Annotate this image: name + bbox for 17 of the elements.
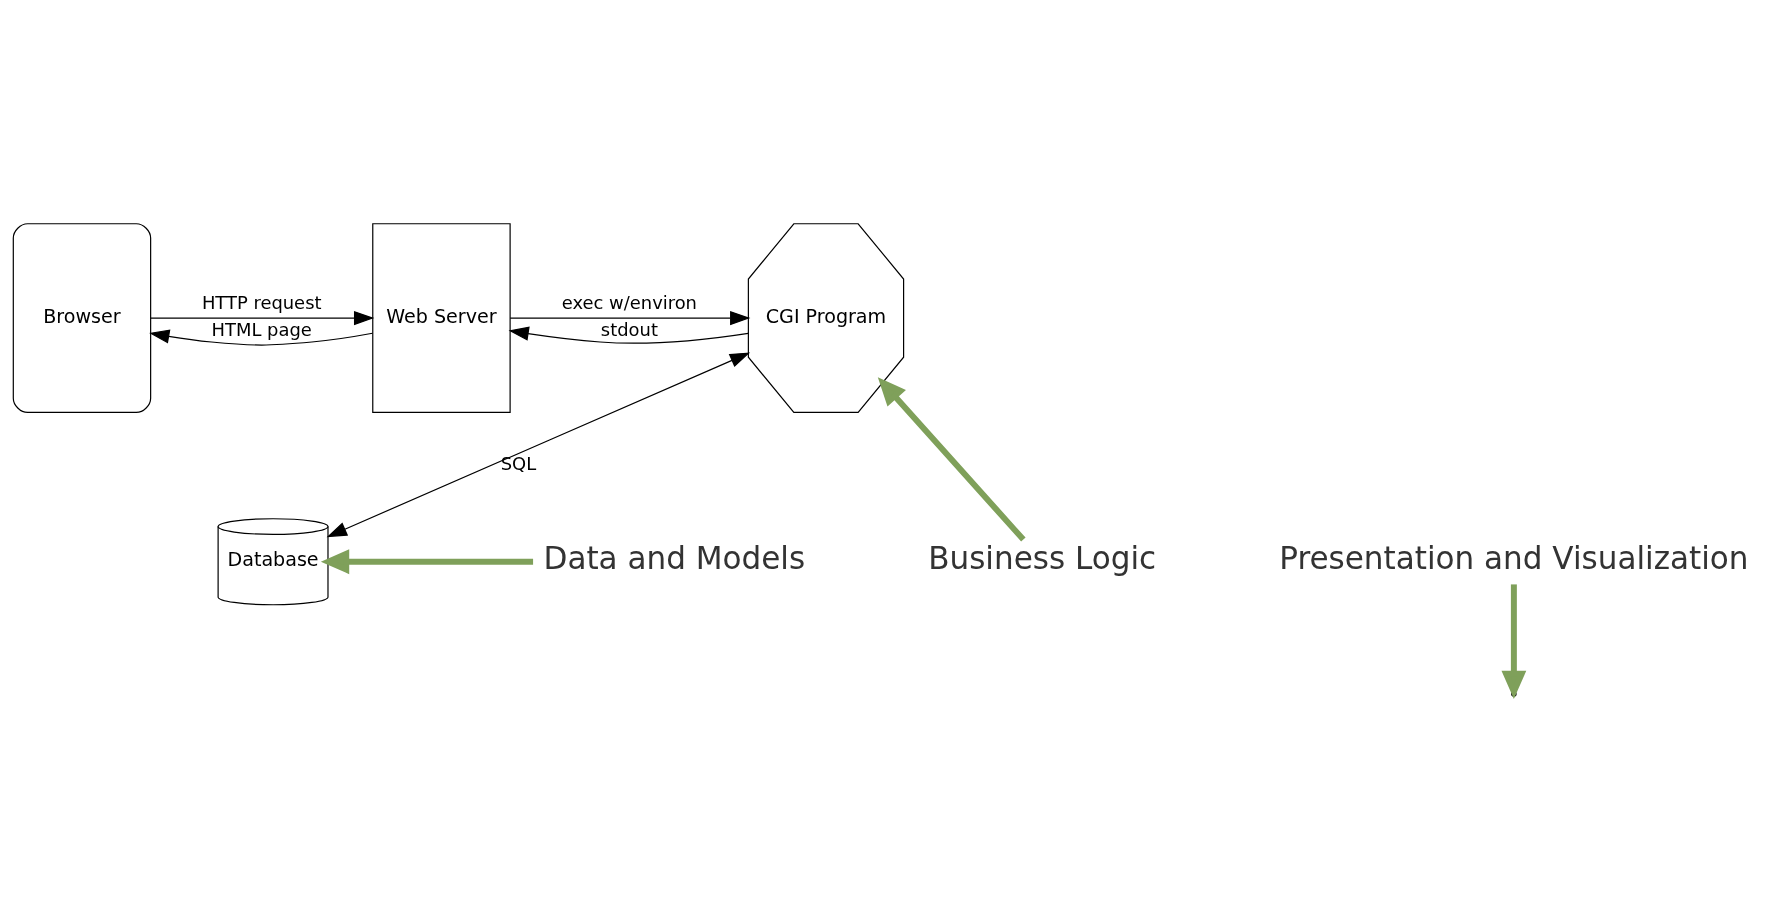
arrow xyxy=(877,376,1026,542)
edge-label: exec w/environ xyxy=(561,291,697,313)
arrow xyxy=(149,328,374,346)
node-text: Presentation and Visualization xyxy=(1279,539,1749,576)
arrow xyxy=(509,310,751,325)
node-text: Business Logic xyxy=(928,539,1157,576)
node-box: Browser xyxy=(12,222,152,413)
edge-label: HTTP request xyxy=(201,291,322,313)
edge-label: SQL xyxy=(500,452,537,474)
node-box: Web Server xyxy=(372,222,511,413)
arrow xyxy=(508,326,749,344)
arrow xyxy=(150,310,375,325)
node-text: Data and Models xyxy=(543,539,806,576)
arrow xyxy=(320,548,534,574)
edge-label: HTML page xyxy=(211,318,312,340)
arrow xyxy=(326,351,751,537)
edge-label: stdout xyxy=(600,318,658,340)
